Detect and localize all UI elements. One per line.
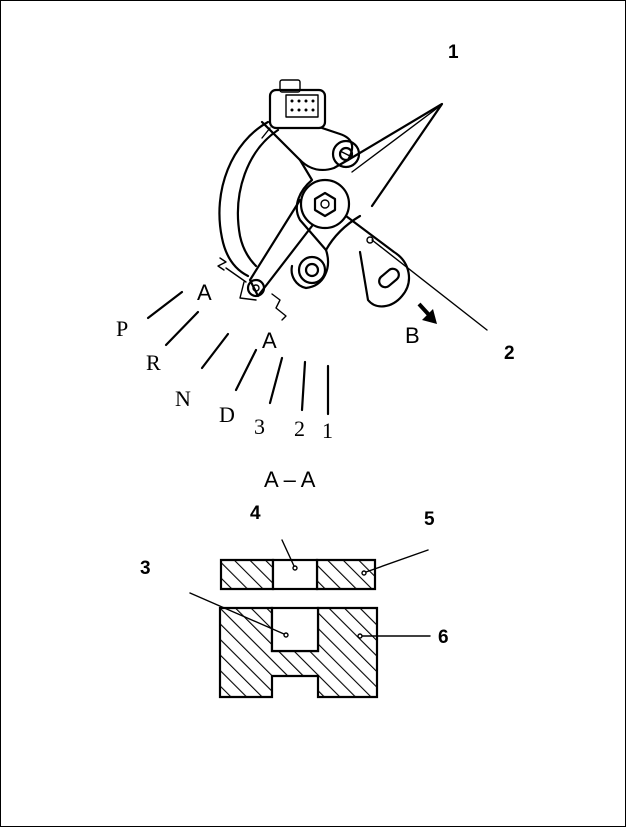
- direction-label-b: B: [405, 323, 420, 348]
- gear-label-n: N: [175, 386, 191, 411]
- gear-label-3: 3: [254, 414, 265, 439]
- body-plate: [260, 120, 354, 171]
- gear-label-1: 1: [322, 418, 333, 443]
- pointer-wedge: [346, 102, 444, 208]
- lower-block: [218, 606, 379, 699]
- callout-5: 5: [424, 509, 435, 530]
- gear-label-d: D: [219, 402, 235, 427]
- connector: [261, 79, 327, 139]
- leader-5: [365, 549, 429, 573]
- section-view: [189, 539, 431, 699]
- gear-label-r: R: [146, 350, 161, 375]
- callout-4: 4: [250, 503, 261, 524]
- gear-label-2: 2: [294, 416, 305, 441]
- lever-arm: [248, 198, 314, 298]
- gear-label-p: P: [116, 316, 128, 341]
- detent-spring-right: [271, 293, 287, 321]
- callout-6: 6: [438, 627, 449, 648]
- outer-arm: [218, 120, 270, 278]
- leader-3: [189, 592, 285, 635]
- lower-pivot: [297, 255, 327, 285]
- gear-position-lines: [146, 290, 330, 416]
- callout-3: 3: [140, 558, 151, 579]
- section-mark-a-upper: A: [197, 280, 212, 305]
- upper-plate: [219, 558, 377, 591]
- section-title: A – A: [264, 467, 316, 492]
- direction-arrow-b: [417, 302, 437, 324]
- leader-4: [281, 539, 295, 567]
- callout-1: 1: [448, 42, 459, 63]
- detent-spring-left: [217, 257, 227, 271]
- selector-switch-drawing: [146, 79, 488, 416]
- slotted-link: [344, 214, 411, 308]
- callout-2: 2: [504, 343, 515, 364]
- central-pivot: [299, 178, 351, 230]
- leader-2: [371, 239, 488, 331]
- section-mark-a-lower: A: [262, 328, 277, 353]
